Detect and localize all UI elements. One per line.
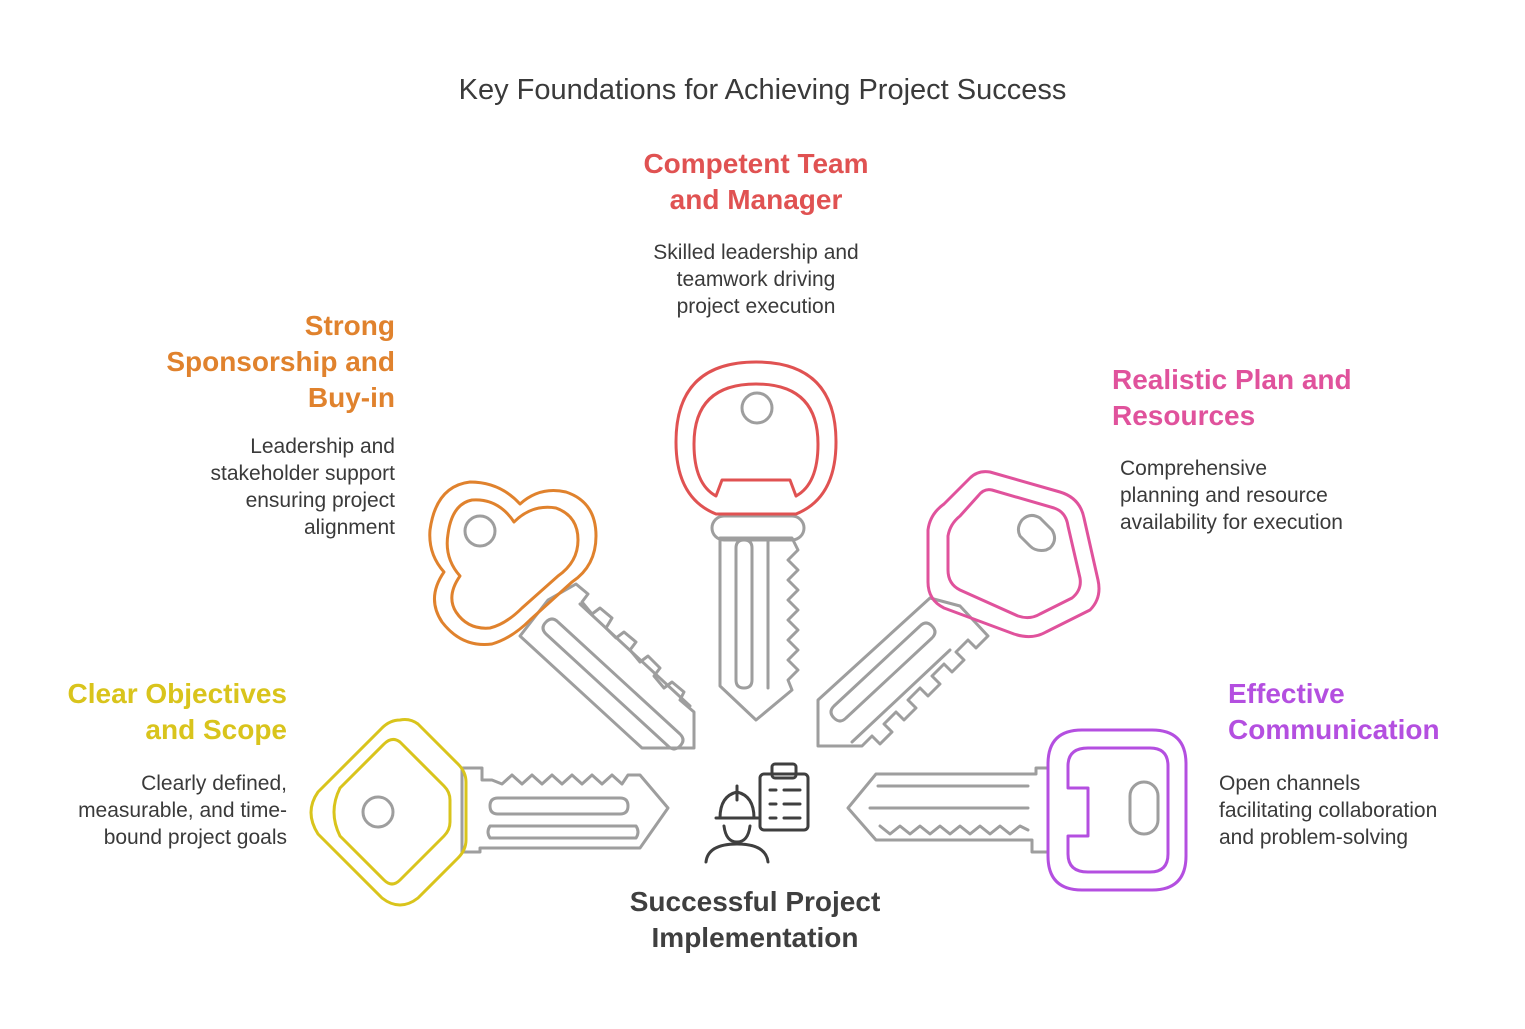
key-realistic-plan (816, 470, 1101, 748)
key-head-strong-sponsorship (428, 480, 598, 647)
key-shaft-clear-objectives (460, 766, 670, 854)
key-shaft-competent-team (710, 514, 806, 722)
key-shaft-strong-sponsorship (518, 582, 696, 751)
key-shaft-effective-communication (846, 766, 1050, 854)
key-head-realistic-plan (926, 470, 1101, 639)
key-clear-objectives (309, 718, 670, 907)
key-competent-team (674, 360, 838, 722)
heading-clear-objectives: Clear Objectives and Scope (67, 678, 287, 745)
key-strong-sponsorship (428, 480, 696, 751)
heading-strong-sponsorship: Strong Sponsorship and Buy-in (166, 310, 395, 413)
key-head-clear-objectives (309, 718, 468, 907)
key-effective-communication (846, 728, 1188, 892)
center-label: Successful Project Implementation (629, 886, 881, 953)
key-shaft-realistic-plan (816, 596, 990, 748)
diagram-title: Key Foundations for Achieving Project Su… (458, 74, 1067, 106)
heading-realistic-plan: Realistic Plan and Resources (1112, 364, 1352, 431)
worker-clipboard-icon (704, 762, 810, 864)
description-strong-sponsorship: Leadership and stakeholder support ensur… (210, 435, 395, 539)
description-effective-communication: Open channels facilitating collaboration… (1219, 772, 1438, 849)
description-competent-team: Skilled leadership and teamwork driving … (653, 241, 859, 318)
description-clear-objectives: Clearly defined, measurable, and time- b… (78, 772, 287, 849)
heading-competent-team: Competent Team and Manager (643, 148, 869, 215)
key-head-effective-communication (1046, 728, 1188, 892)
heading-effective-communication: Effective Communication (1228, 678, 1440, 745)
key-head-competent-team (674, 360, 838, 516)
description-realistic-plan: Comprehensive planning and resource avai… (1120, 457, 1343, 534)
